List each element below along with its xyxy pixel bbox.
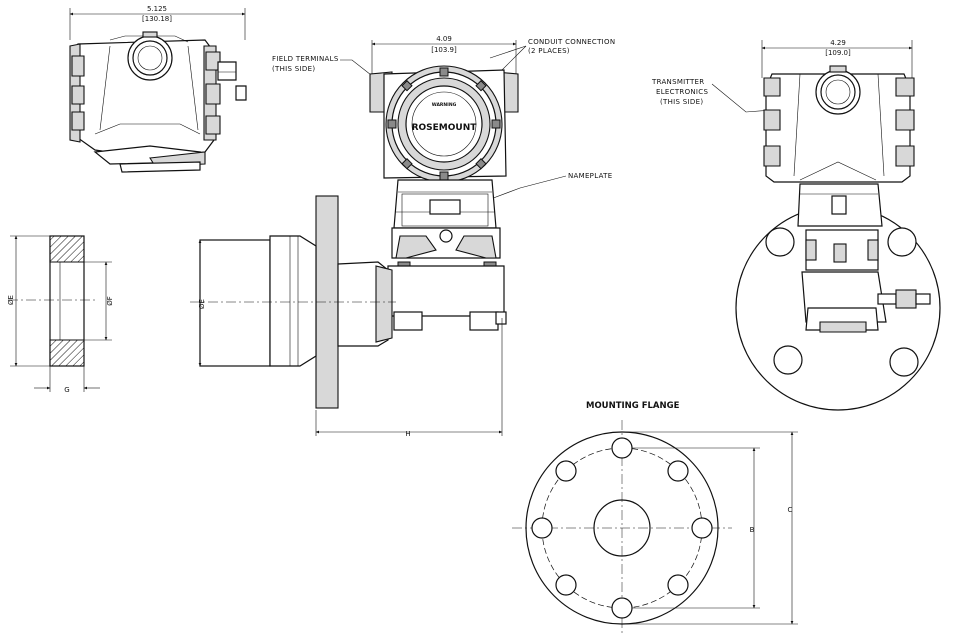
conduit-connection-places: (2 PLACES) — [528, 47, 570, 55]
mounting-flange-title: MOUNTING FLANGE — [586, 401, 680, 411]
nameplate-label: NAMEPLATE — [568, 172, 612, 180]
gasket-g-label: G — [64, 386, 69, 394]
gasket-f-label: ØF — [106, 296, 114, 306]
conduit-connection-label: CONDUIT CONNECTION — [528, 38, 615, 46]
side-view: 4.29 [109.0] TRANSMITTER ELECTRONICS (TH… — [651, 39, 941, 411]
front-e-label: ØE — [198, 299, 206, 309]
gasket-e-label: ØE — [7, 295, 15, 305]
this-side-label: (THIS SIDE) — [660, 98, 703, 106]
top-width-metric: [130.18] — [142, 15, 172, 23]
top-view: 5.125 [130.18] — [69, 5, 247, 173]
electronics-label: ELECTRONICS — [656, 88, 708, 96]
flange-b-label: B — [750, 526, 755, 534]
bolt-holes — [531, 437, 713, 619]
front-view: 4.09 [103.9] FIELD TERMINALS (THIS SIDE)… — [190, 35, 615, 438]
warning-label: WARNING — [432, 102, 457, 108]
side-width-metric: [109.0] — [825, 49, 851, 57]
top-width-label: 5.125 — [147, 5, 167, 13]
h-dimension-label: H — [405, 430, 410, 438]
mounting-flange: MOUNTING FLANGE B C — [512, 401, 798, 636]
front-width-metric: [103.9] — [431, 46, 457, 54]
flange-c-label: C — [788, 506, 793, 514]
field-terminals-label: FIELD TERMINALS — [272, 55, 339, 63]
brand-label: ROSEMOUNT — [412, 123, 478, 133]
front-width-label: 4.09 — [436, 35, 452, 43]
cover-notches — [387, 67, 501, 181]
transmitter-label: TRANSMITTER — [651, 78, 704, 86]
field-terminals-side: (THIS SIDE) — [272, 65, 315, 73]
side-width-label: 4.29 — [830, 39, 846, 47]
gasket-section: ØE ØF G — [7, 235, 114, 394]
